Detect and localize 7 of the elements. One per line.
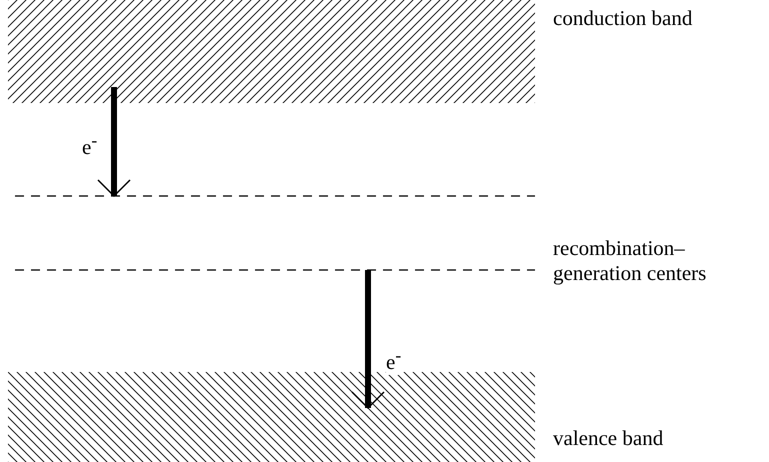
band-label: conduction band [553, 6, 692, 31]
energy-level-line [15, 194, 535, 198]
energy-band [8, 372, 535, 462]
band-label: valence band [553, 426, 664, 451]
energy-band [8, 0, 535, 103]
annotation-text: recombination– generation centers [553, 236, 708, 286]
energy-level-line [15, 268, 535, 272]
